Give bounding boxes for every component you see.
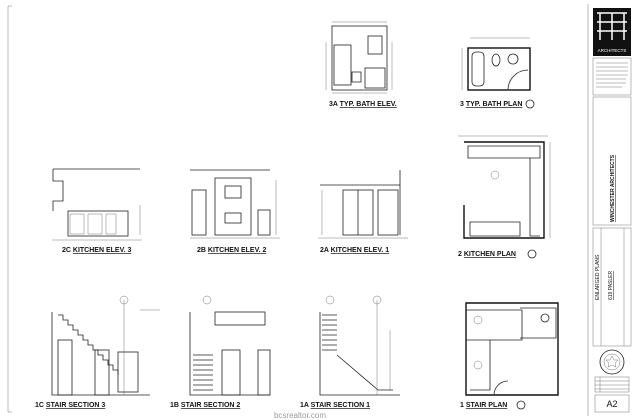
kitchen-plan-drawing (458, 135, 551, 239)
notes-box (592, 57, 632, 96)
architect-seal (599, 349, 625, 375)
stair-plan-drawing (465, 302, 559, 396)
project-box (592, 227, 632, 347)
svg-text:ARCHITECTS: ARCHITECTS (598, 48, 627, 53)
stair-section-1-drawing (319, 295, 400, 396)
bath-elevation-drawing (325, 21, 393, 94)
stair-section-3-drawing (51, 295, 160, 396)
watermark: bcsrealtor.com (274, 411, 326, 420)
view-label-2c: 2C KITCHEN ELEV. 3 (62, 247, 131, 254)
firm-name: WINCHESTER ARCHITECTS (610, 154, 616, 222)
firm-box (592, 96, 632, 226)
sheet-number: A2 (606, 399, 617, 409)
north-arrow-icon (516, 400, 526, 410)
view-label-2: 2 KITCHEN PLAN (458, 251, 516, 258)
stair-section-2-drawing (189, 295, 271, 396)
view-label-1a: 1A STAIR SECTION 1 (300, 402, 370, 409)
view-label-3a: 3A TYP. BATH ELEV. (329, 101, 397, 108)
kitchen-elevation-1-drawing (318, 170, 408, 239)
bath-plan-drawing (461, 37, 531, 91)
drawing-title: ENLARGED PLANS (595, 254, 601, 300)
sheet-number-box (594, 394, 630, 413)
title-block: ARCHITECTS WINCHESTER ARCHITECTS ENLARGE… (592, 8, 632, 413)
kitchen-elevation-3-drawing (52, 168, 142, 241)
north-arrow-icon (527, 249, 537, 259)
view-label-2a: 2A KITCHEN ELEV. 1 (320, 247, 389, 254)
north-arrow-icon (525, 99, 535, 109)
view-label-1: 1 STAIR PLAN (460, 402, 507, 409)
sheet-border (7, 5, 12, 413)
kitchen-elevation-2-drawing (190, 169, 280, 239)
issue-table (594, 376, 630, 393)
view-label-3: 3 TYP. BATH PLAN (460, 101, 522, 108)
view-label-2b: 2B KITCHEN ELEV. 2 (197, 247, 266, 254)
project-name: 619 PASLER (608, 271, 614, 300)
view-label-1b: 1B STAIR SECTION 2 (170, 402, 240, 409)
view-label-1c: 1C STAIR SECTION 3 (35, 402, 105, 409)
